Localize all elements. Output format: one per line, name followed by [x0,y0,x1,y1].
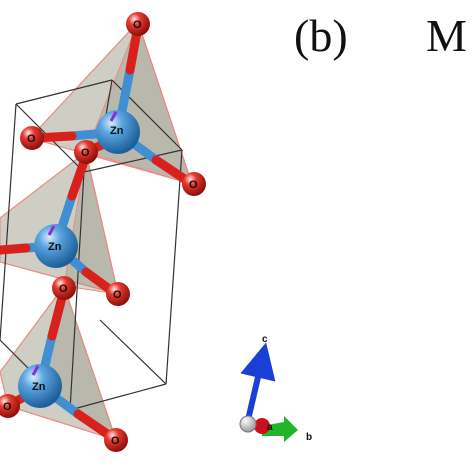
o-label: O [189,179,198,191]
a-axis-arrow [254,418,270,434]
zn-label: Zn [110,125,124,137]
oxygen-atoms [0,12,206,452]
c-axis-label: c [262,334,268,345]
oxygen-atom [0,394,20,418]
atom-labels: Zn Zn Zn O O O O O O O O [3,19,198,447]
o-label: O [59,283,68,295]
zinc-atom [18,364,62,408]
o-label: O [113,289,122,301]
axes-indicator: c a b [239,334,312,443]
oxygen-atom [52,276,76,300]
oxygen-atom [182,172,206,196]
panel-label: (b) [294,10,348,61]
oxygen-atom [126,12,150,36]
zinc-atom [96,110,140,154]
c-axis-arrow [240,342,276,421]
axis-origin [239,415,257,433]
o-label: O [133,19,142,31]
header-letter: M [426,10,467,61]
oxygen-atom [106,282,130,306]
o-label: O [111,435,120,447]
o-label: O [81,147,90,159]
b-axis-label: b [306,432,312,443]
b-axis-arrow [262,416,298,442]
tetrahedron-middle-face [63,151,119,295]
zn-label: Zn [48,241,62,253]
oxygen-atom [74,140,98,164]
a-axis-label: a [267,422,273,433]
o-label: O [3,401,12,413]
zinc-atoms [18,110,140,408]
oxygen-atom [20,126,44,150]
oxygen-atom [104,428,128,452]
o-label: O [27,133,36,145]
zn-label: Zn [32,381,46,393]
zinc-atom [34,224,78,268]
